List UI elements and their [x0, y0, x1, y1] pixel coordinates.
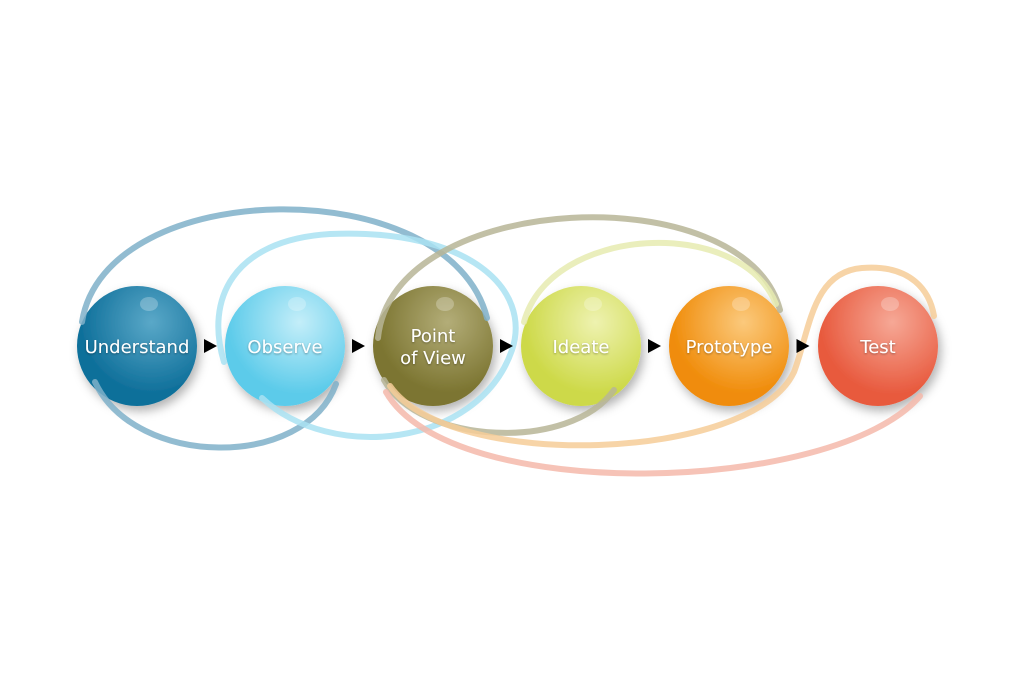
highlight [584, 297, 602, 311]
arrow-right-icon [500, 339, 513, 353]
ideate-loop [521, 239, 779, 325]
stage-label: Point [411, 326, 456, 347]
arrow-right-icon [352, 339, 365, 353]
arrow-right-icon [796, 339, 810, 353]
stage-circle [818, 286, 938, 406]
stage-node: Ideate [521, 286, 641, 406]
observe-loop [215, 230, 519, 440]
stage-label: Ideate [553, 337, 610, 358]
highlight [436, 297, 454, 311]
highlight [732, 297, 750, 311]
highlight [288, 297, 306, 311]
stage-label: Understand [85, 337, 190, 358]
understand-loop-bottom [92, 379, 339, 451]
stage-label: Test [859, 337, 895, 358]
stage-node: Test [818, 286, 938, 406]
stage-node: Observe [225, 286, 345, 406]
stage-circle [225, 286, 345, 406]
arrow-right-icon [204, 339, 217, 353]
stage-node: Understand [77, 286, 197, 406]
highlight [881, 297, 899, 311]
prototype-loop [387, 264, 937, 449]
stage-circle [521, 286, 641, 406]
arrow-right-icon [648, 339, 661, 353]
stage-label: Prototype [686, 337, 773, 358]
test-loop [383, 389, 923, 477]
point-of-view-loop-top [375, 214, 783, 341]
stage-circle [373, 286, 493, 406]
stage-label: of View [400, 348, 466, 369]
understand-loop-top [79, 206, 490, 325]
stage-circle [669, 286, 789, 406]
stage-label: Observe [247, 337, 322, 358]
stage-node: Prototype [669, 286, 789, 406]
highlight [140, 297, 158, 311]
stage-circle [77, 286, 197, 406]
